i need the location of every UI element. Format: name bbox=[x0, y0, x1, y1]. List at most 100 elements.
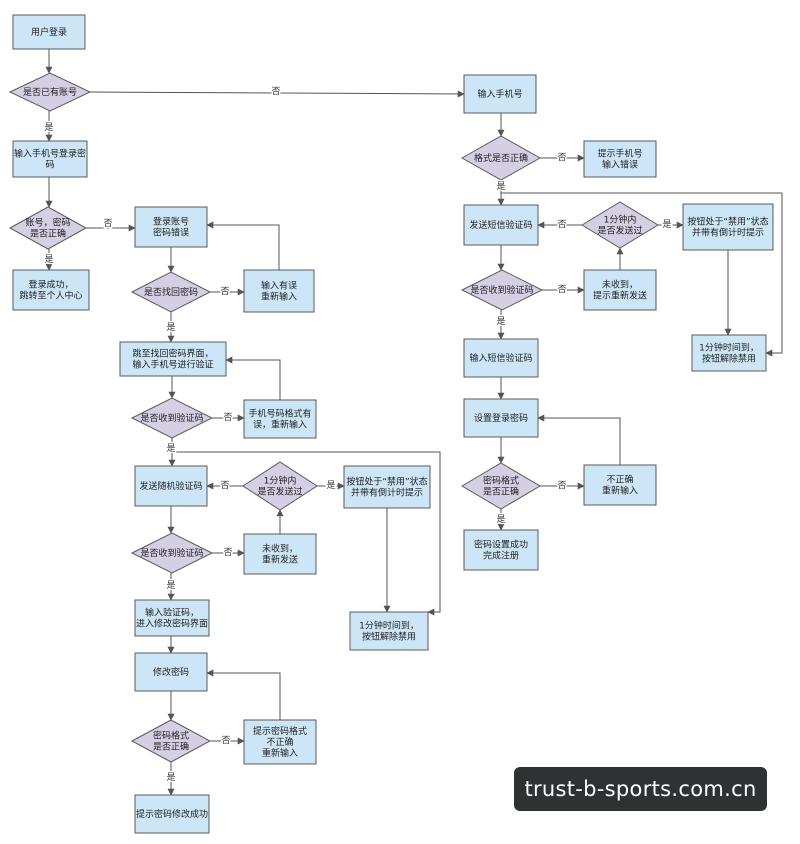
branch-label-no: 否 bbox=[220, 480, 229, 491]
node-modify-pwd: 修改密码 bbox=[134, 652, 208, 692]
branch-label-no: 否 bbox=[557, 480, 566, 491]
node-not-received-r: 未收到，提示重新发送 bbox=[583, 269, 657, 311]
node-code-received-r: 是否收到验证码 bbox=[460, 269, 544, 311]
node-label: 修改密码 bbox=[153, 666, 189, 678]
branch-label-yes: 是 bbox=[44, 254, 53, 265]
node-label: 手机号码格式有 bbox=[248, 408, 311, 420]
node-label: 重新发送 bbox=[262, 554, 298, 566]
node-label: 提示密码修改成功 bbox=[136, 808, 208, 820]
node-label: 并带有倒计时提示 bbox=[692, 227, 764, 239]
branch-label-yes: 是 bbox=[166, 443, 175, 454]
node-label: 提示手机号 bbox=[597, 148, 642, 160]
node-label: 是否正确 bbox=[30, 228, 66, 240]
node-label: 密码格式 bbox=[483, 475, 519, 487]
node-label: 是否发送过 bbox=[257, 486, 302, 498]
connector-arrow bbox=[537, 414, 621, 465]
connector-arrow bbox=[225, 356, 281, 400]
node-label: 重新输入 bbox=[262, 747, 298, 759]
branch-label-yes: 是 bbox=[326, 480, 335, 491]
branch-label-no: 否 bbox=[103, 218, 112, 229]
node-label: 密码设置成功 bbox=[474, 539, 528, 551]
node-label: 输入短信验证码 bbox=[469, 352, 532, 364]
node-goto-retrieve: 跳至找回密码界面，输入手机号进行验证 bbox=[119, 341, 227, 377]
node-label: 按钮处于“禁用”状态 bbox=[687, 216, 768, 228]
node-label: 用户登录 bbox=[31, 26, 67, 38]
node-not-received-l: 未收到，重新发送 bbox=[243, 533, 317, 575]
node-format-correct-r: 格式是否正确 bbox=[460, 135, 542, 181]
node-label: 提示重新发送 bbox=[593, 290, 647, 302]
branch-label-no: 否 bbox=[271, 86, 280, 97]
branch-label-yes: 是 bbox=[496, 316, 505, 327]
node-label: 重新输入 bbox=[602, 485, 638, 497]
branch-label-no: 否 bbox=[223, 547, 232, 558]
node-label: 是否发送过 bbox=[597, 225, 642, 237]
branch-label-yes: 是 bbox=[662, 219, 671, 230]
node-label: 并带有倒计时提示 bbox=[351, 487, 423, 499]
branch-label-yes: 是 bbox=[496, 181, 505, 192]
connector-arrow bbox=[172, 451, 441, 616]
node-label: 1分钟内 bbox=[264, 475, 297, 487]
node-label: 按钮解除禁用 bbox=[702, 353, 756, 365]
connector-arrow bbox=[206, 221, 280, 270]
node-send-sms-code: 发送短信验证码 bbox=[463, 204, 539, 246]
node-label: 1分钟时间到， bbox=[359, 620, 419, 632]
node-label: 是否正确 bbox=[483, 486, 519, 498]
node-label: 密码格式 bbox=[153, 730, 189, 742]
node-set-login-pwd: 设置登录密码 bbox=[463, 398, 539, 438]
node-has-account: 是否已有账号 bbox=[8, 72, 92, 112]
branch-label-no: 否 bbox=[557, 219, 566, 230]
node-label: 未收到， bbox=[262, 543, 298, 555]
branch-label-no: 否 bbox=[220, 286, 229, 297]
connector-arrow bbox=[206, 669, 281, 720]
node-min-up-l: 1分钟时间到，按钮解除禁用 bbox=[349, 611, 429, 651]
node-label: 密码错误 bbox=[153, 227, 189, 239]
node-label: 1分钟时间到， bbox=[699, 342, 759, 354]
node-label: 输入手机号登录密 bbox=[14, 148, 86, 160]
branch-label-yes: 是 bbox=[496, 514, 505, 525]
node-label: 发送短信验证码 bbox=[469, 219, 532, 231]
node-label: 不正确 bbox=[266, 736, 293, 748]
node-label: 按钮处于“禁用”状态 bbox=[346, 476, 427, 488]
node-label: 是否找回密码 bbox=[144, 286, 198, 298]
branch-label-yes: 是 bbox=[166, 772, 175, 783]
branch-label-no: 否 bbox=[557, 284, 566, 295]
node-label: 登录账号 bbox=[153, 217, 189, 228]
node-label: 输入有误 bbox=[261, 280, 297, 292]
node-label: 输入验证码， bbox=[145, 607, 199, 619]
node-input-sms-code: 输入短信验证码 bbox=[463, 338, 539, 378]
node-label: 完成注册 bbox=[483, 550, 519, 562]
node-label: 格式是否正确 bbox=[474, 152, 528, 164]
node-label: 登录成功， bbox=[28, 279, 73, 291]
node-label: 重新输入 bbox=[261, 291, 297, 303]
node-input-phone: 输入手机号 bbox=[463, 74, 537, 114]
node-label: 按钮解除禁用 bbox=[362, 631, 416, 643]
node-code-received-l: 是否收到验证码 bbox=[130, 397, 214, 439]
node-label: 提示密码格式 bbox=[253, 725, 307, 737]
node-label: 未收到， bbox=[602, 279, 638, 291]
node-login-success: 登录成功，跳转至个人中心 bbox=[12, 269, 90, 311]
node-label: 跳转至个人中心 bbox=[19, 290, 82, 302]
watermark: trust-b-sports.com.cn bbox=[514, 767, 767, 811]
branch-label-no: 否 bbox=[221, 735, 230, 746]
node-label: 账号，密码 bbox=[25, 217, 70, 229]
node-label: 跳至找回密码界面， bbox=[132, 348, 213, 360]
node-modify-success: 提示密码修改成功 bbox=[134, 794, 210, 834]
node-label: 输入手机号 bbox=[477, 88, 522, 100]
branch-label-no: 否 bbox=[223, 412, 232, 423]
node-label: 进入修改密码界面 bbox=[136, 618, 208, 630]
node-label: 是否收到验证码 bbox=[140, 547, 203, 559]
node-code-received-l2: 是否收到验证码 bbox=[130, 532, 214, 574]
node-send-random-code: 发送随机验证码 bbox=[134, 465, 208, 507]
node-label: 1分钟内 bbox=[604, 214, 637, 226]
